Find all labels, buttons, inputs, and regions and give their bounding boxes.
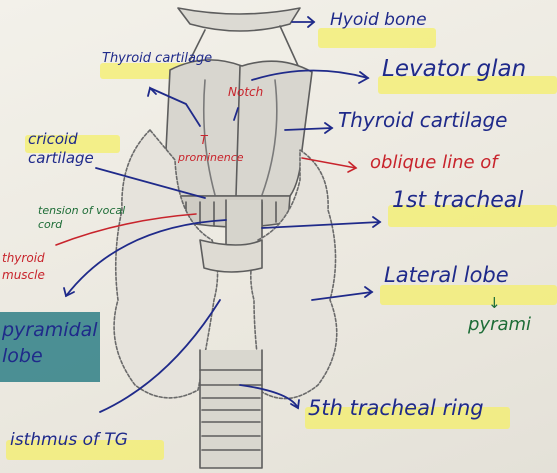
hyoid-bone-shape (178, 8, 300, 31)
label-thyroid-muscle: thyroid muscle (2, 250, 82, 284)
label-cricoid-cartilage: cricoid cartilage (28, 130, 124, 168)
isthmus-shape (200, 240, 262, 272)
label-pyrami: pyrami (468, 316, 531, 334)
label-notch: Notch (228, 86, 263, 98)
label-t-mark: T (200, 134, 207, 146)
label-lateral-lobe: Lateral lobe (384, 265, 509, 286)
label-first-tracheal: 1st tracheal (392, 190, 523, 212)
label-prominence: prominence (178, 152, 244, 163)
label-pyramidal-lobe: pyramidal lobe (2, 318, 98, 369)
label-oblique-line: oblique line of (370, 154, 498, 172)
label-hyoid-bone: Hyoid bone (330, 12, 427, 29)
label-arrow-down: ↓ (488, 296, 501, 311)
label-isthmus: isthmus of TG (10, 432, 128, 449)
label-fifth-tracheal-ring: 5th tracheal ring (308, 398, 484, 419)
label-tension-vocal-cord: tension of vocal cord (38, 204, 128, 233)
label-levator-gland: Levator glan (382, 58, 526, 81)
label-thyroid-cartilage-top: Thyroid cartilage (102, 52, 212, 65)
label-thyroid-cartilage-right: Thyroid cartilage (338, 110, 507, 130)
